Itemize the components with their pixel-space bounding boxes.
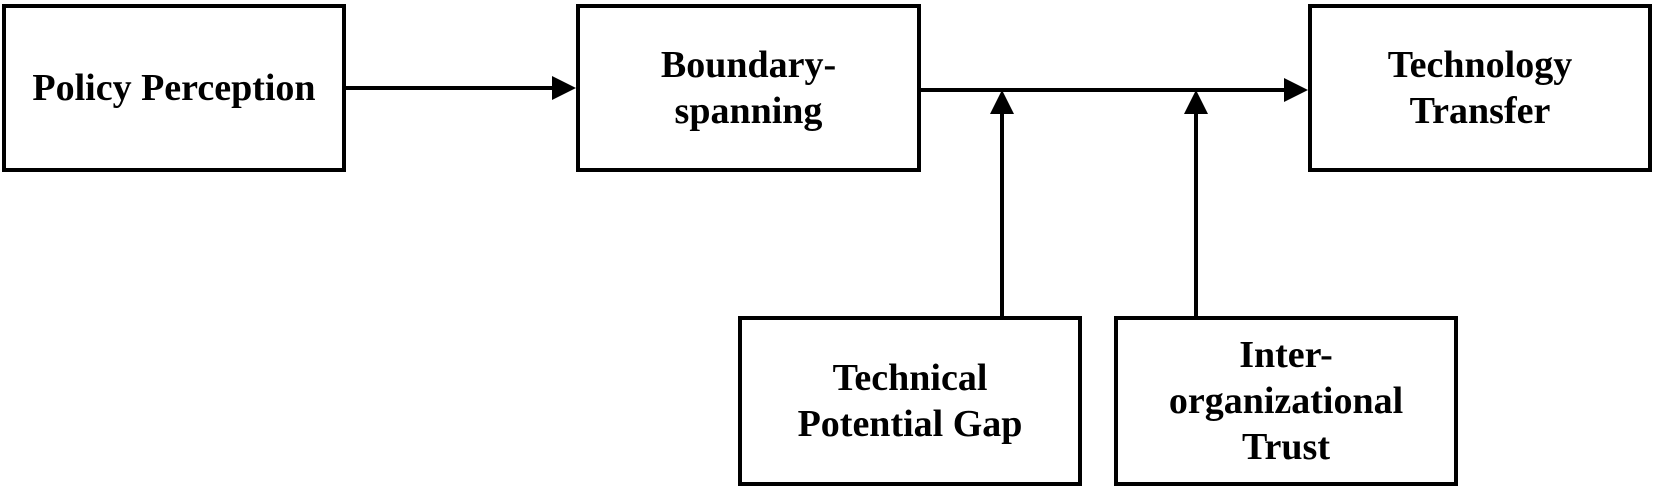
node-label-line: Potential Gap: [797, 403, 1023, 445]
node-label-line: Boundary-: [660, 44, 837, 86]
arrowhead-gap-moderator: [990, 90, 1014, 114]
node-label-line: Technology: [1387, 44, 1573, 86]
arrowhead-trust-moderator: [1184, 90, 1208, 114]
node-label-line: Inter-: [1239, 334, 1333, 376]
node-boundary-spanning: Boundary- spanning: [576, 4, 921, 172]
node-label-line: Technical: [832, 357, 988, 399]
node-technical-potential-gap: Technical Potential Gap: [738, 316, 1082, 486]
node-label-line: spanning: [674, 90, 823, 132]
node-label-line: Trust: [1242, 426, 1330, 468]
node-policy-perception: Policy Perception: [2, 4, 346, 172]
node-technology-transfer: Technology Transfer: [1308, 4, 1652, 172]
node-label-line: organizational: [1168, 380, 1404, 422]
node-inter-organizational-trust: Inter- organizational Trust: [1114, 316, 1458, 486]
node-label-line: Transfer: [1409, 90, 1551, 132]
node-label-line: Policy Perception: [32, 67, 316, 109]
arrowhead-boundary-to-transfer: [1284, 78, 1308, 102]
arrowhead-policy-to-boundary: [552, 76, 576, 100]
